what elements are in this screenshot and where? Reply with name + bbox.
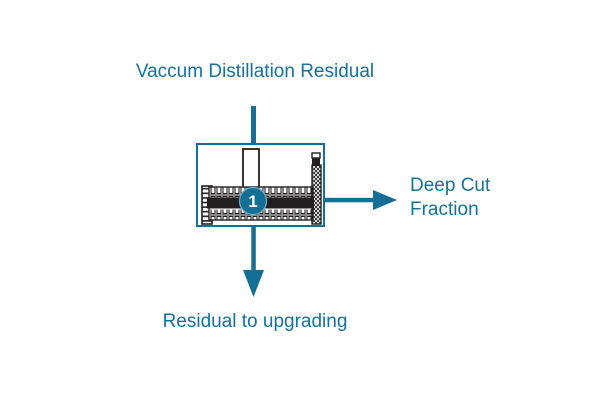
feed-input-label: Vaccum Distillation Residual [135, 61, 375, 82]
unit-badge: 1 [238, 186, 268, 216]
feed-stream-line [251, 106, 256, 143]
bottom-output-label: Residual to upgrading [162, 311, 348, 332]
chimney-outlet [242, 148, 260, 190]
screw-evaporator-graphic: 1 [201, 148, 322, 225]
side-output-arrow-icon [325, 190, 397, 210]
side-output-label: Deep Cut Fraction [410, 175, 491, 220]
bottom-output-arrow-icon [243, 227, 264, 297]
discharge-column [311, 152, 322, 225]
unit-badge-number: 1 [248, 192, 257, 211]
process-unit-box: 1 [196, 143, 325, 227]
